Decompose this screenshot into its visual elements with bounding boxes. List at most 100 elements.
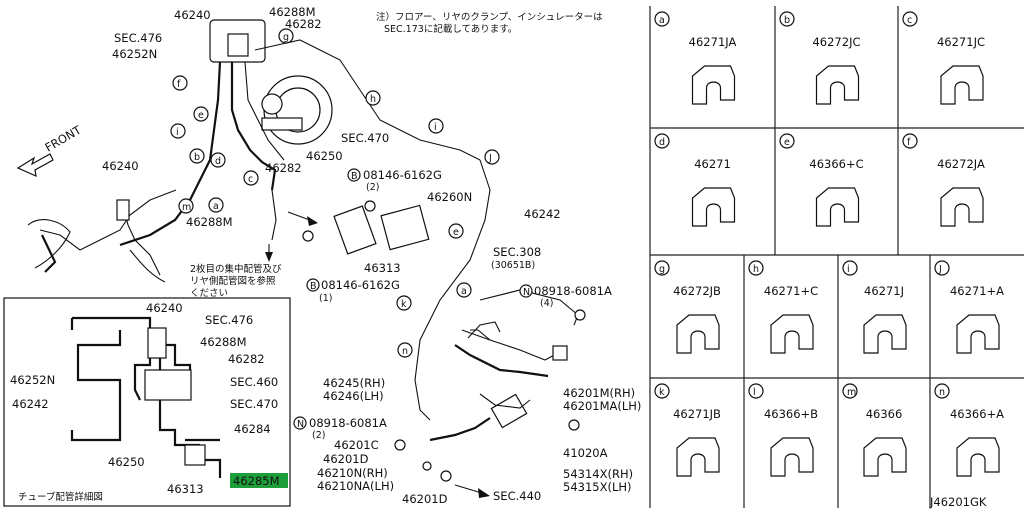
cell-letter: f xyxy=(907,137,911,148)
cell-letter-circle xyxy=(654,133,670,149)
cell-letter: g xyxy=(659,264,665,275)
clamp-drawing xyxy=(815,187,860,227)
clamp-cell: h 46271+C xyxy=(748,260,818,354)
part-label: 46282 xyxy=(265,161,302,175)
note-text: リヤ側配管図を参照 xyxy=(190,275,276,287)
part-label: 54315X(LH) xyxy=(563,480,632,494)
cell-part-number: 46271+C xyxy=(764,284,818,298)
part-label: (4) xyxy=(540,298,553,309)
reference-code: J46201GK xyxy=(929,495,987,509)
cell-letter-circle xyxy=(748,260,764,276)
detail-label: SEC.476 xyxy=(205,313,253,327)
cell-part-number: 46271JC xyxy=(937,35,985,49)
cell-letter-circle xyxy=(842,383,858,399)
clamp-grid xyxy=(649,6,1024,508)
cell-letter: h xyxy=(753,264,759,275)
circle-label: n xyxy=(402,346,408,357)
clamp-cell: f 46272JA xyxy=(902,133,985,227)
cell-letter: k xyxy=(659,387,665,398)
highlight-box xyxy=(230,473,288,488)
clamp-drawing xyxy=(770,437,814,477)
circle-label: f xyxy=(177,79,181,90)
cell-letter: m xyxy=(847,387,856,398)
detail-label: SEC.460 xyxy=(230,375,278,389)
clamp-drawing xyxy=(863,314,907,354)
cell-letter-circle xyxy=(934,383,950,399)
part-label: 46240 xyxy=(174,8,211,22)
cell-letter-circle xyxy=(934,260,950,276)
cell-part-number: 46272JB xyxy=(673,284,721,298)
cell-letter-circle xyxy=(902,133,918,149)
note-text: 2枚目の集中配管及び xyxy=(190,263,282,275)
clamp-drawing xyxy=(770,314,814,354)
clamp-cell: c 46271JC xyxy=(902,11,985,105)
part-label: 46252N xyxy=(112,47,157,61)
cell-letter: a xyxy=(659,15,665,26)
note-text: SEC.173に記載してあります。 xyxy=(384,23,517,35)
clamp-drawing xyxy=(940,187,984,227)
cell-letter-circle xyxy=(654,383,670,399)
part-label: 08146-6162G xyxy=(363,168,442,182)
detail-label: 46250 xyxy=(108,455,145,469)
circle-label: e xyxy=(198,110,204,121)
part-label: SEC.470 xyxy=(341,131,389,145)
cell-letter: c xyxy=(907,15,912,26)
cell-letter-circle xyxy=(654,11,670,27)
part-label: 54314X(RH) xyxy=(563,467,633,481)
circle-label: d xyxy=(215,156,221,167)
part-label: 46201D xyxy=(402,492,448,506)
clamp-drawing xyxy=(956,437,1000,477)
circle-label: h xyxy=(370,94,376,105)
cell-part-number: 46272JA xyxy=(937,157,985,171)
circle-label: e xyxy=(453,227,459,238)
part-label: (1) xyxy=(319,293,332,304)
cell-part-number: 46272JC xyxy=(812,35,860,49)
note-text: 注）フロアー、リヤのクランプ、インシュレーターは xyxy=(376,11,603,23)
part-label: 46246(LH) xyxy=(323,389,384,403)
part-label: (2) xyxy=(312,430,325,441)
circle-label: k xyxy=(401,299,407,310)
clamp-drawing xyxy=(691,65,736,105)
clamp-drawing xyxy=(940,65,984,105)
circle-label: B xyxy=(351,171,358,182)
circle-label: i xyxy=(434,122,437,133)
main-part-labels: 46240 46288M 46282 SEC.476 46252N SEC.47… xyxy=(43,5,642,506)
cell-part-number: 46271 xyxy=(694,157,731,171)
front-label: FRONT xyxy=(43,122,85,154)
detail-caption: チューブ配管詳細図 xyxy=(18,491,103,503)
part-label: 46201M(RH) xyxy=(563,386,635,400)
part-label: 41020A xyxy=(563,446,608,460)
cell-part-number: 46271JA xyxy=(689,35,737,49)
cell-letter-circle xyxy=(842,260,858,276)
cell-part-number: 46366+B xyxy=(764,407,818,421)
detail-label: 46313 xyxy=(167,482,204,496)
clamp-drawing xyxy=(676,314,720,354)
clamp-drawing xyxy=(815,65,860,105)
cell-letter: b xyxy=(784,15,790,26)
detail-label: 46288M xyxy=(200,335,247,349)
part-label: 46242 xyxy=(524,207,561,221)
part-label: 46240 xyxy=(102,159,139,173)
circle-label: a xyxy=(213,201,219,212)
cell-part-number: 46366+C xyxy=(809,157,863,171)
clamp-cell: b 46272JC xyxy=(779,11,861,105)
circle-label: c xyxy=(248,174,253,185)
main-assembly xyxy=(16,19,586,498)
part-label: 46260N xyxy=(427,190,472,204)
part-label: SEC.308 xyxy=(493,245,541,259)
part-label: 46210N(RH) xyxy=(317,466,388,480)
part-label: 08146-6162G xyxy=(321,278,400,292)
clamp-drawing xyxy=(691,187,736,227)
cell-letter-circle xyxy=(779,11,795,27)
detail-label: 46240 xyxy=(146,301,183,315)
clamp-cell: g 46272JB xyxy=(654,260,721,354)
circle-label: N xyxy=(297,419,304,430)
